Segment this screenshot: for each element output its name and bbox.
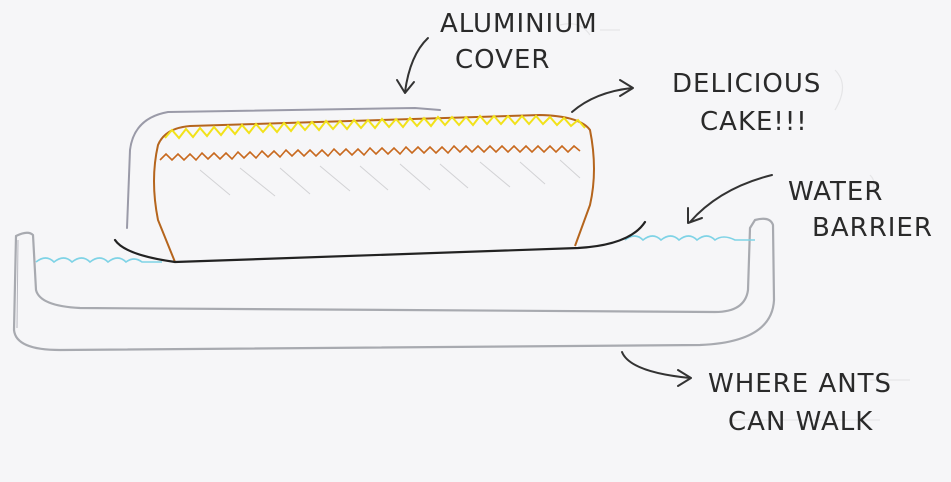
label-aluminium-cover-line1: ALUMINIUM bbox=[440, 9, 598, 39]
label-aluminium-cover: ALUMINIUM COVER bbox=[440, 9, 598, 75]
arrow-water bbox=[688, 175, 772, 223]
cake-plate bbox=[115, 222, 645, 262]
label-where-ants-can-walk: WHERE ANTS CAN WALK bbox=[708, 369, 892, 437]
cake-body bbox=[154, 115, 594, 262]
aluminium-cover bbox=[127, 108, 440, 228]
label-water-barrier-line2: BARRIER bbox=[812, 213, 933, 243]
label-delicious-cake: DELICIOUS CAKE!!! bbox=[672, 69, 821, 137]
label-where-ants-line1: WHERE ANTS bbox=[708, 369, 892, 399]
label-water-barrier-line1: WATER bbox=[788, 177, 883, 207]
arrow-cover bbox=[397, 38, 428, 93]
label-delicious-cake-line1: DELICIOUS bbox=[672, 69, 821, 99]
water-barrier bbox=[36, 236, 755, 262]
label-where-ants-line2: CAN WALK bbox=[728, 407, 873, 437]
cake-crumb-layer bbox=[160, 146, 580, 160]
arrow-cake bbox=[572, 80, 633, 112]
water-line-left bbox=[36, 258, 162, 262]
cake bbox=[154, 115, 594, 262]
cake-shading bbox=[200, 160, 580, 196]
label-water-barrier: WATER BARRIER bbox=[788, 177, 933, 243]
water-line-right bbox=[625, 236, 755, 240]
label-aluminium-cover-line2: COVER bbox=[455, 45, 550, 75]
label-delicious-cake-line2: CAKE!!! bbox=[700, 107, 808, 137]
arrow-ants bbox=[622, 352, 691, 386]
